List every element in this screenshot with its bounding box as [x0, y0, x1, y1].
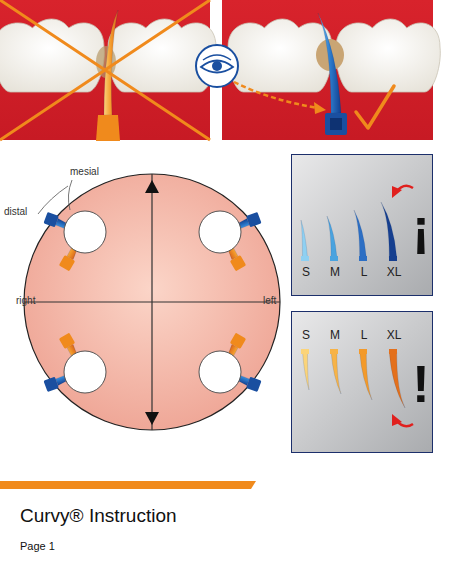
- wedge-handle: [359, 256, 367, 261]
- size-panel: S M L XL!: [291, 311, 433, 453]
- jaw-circle: [24, 174, 280, 430]
- size-label: S: [302, 329, 310, 341]
- eye-icon: [196, 45, 238, 87]
- direction-label: mesial: [70, 167, 99, 177]
- wedge-handle: [359, 349, 367, 354]
- wedge-handle: [325, 113, 347, 135]
- direction-label: right: [16, 296, 35, 306]
- size-panel: [291, 154, 433, 296]
- wedge-handle: [330, 118, 342, 130]
- direction-label: distal: [4, 207, 27, 217]
- wedge-handle: [43, 377, 58, 392]
- wedge-handle: [59, 255, 75, 271]
- size-label: XL: [387, 329, 402, 341]
- triangle-marker: [145, 412, 159, 425]
- page-number: Page 1: [20, 541, 55, 552]
- accent-bar: [0, 481, 256, 489]
- triangle-marker: [145, 180, 159, 193]
- size-label: M: [330, 329, 340, 341]
- wrong-cross: [0, 0, 210, 140]
- view-arrow: [234, 82, 318, 108]
- size-label: M: [330, 266, 340, 278]
- quadrant-line: [24, 174, 280, 430]
- wedge-handle: [246, 212, 261, 227]
- wedge-handle: [330, 256, 338, 261]
- wedge-handle: [301, 256, 309, 261]
- eye-icon: [203, 55, 231, 60]
- wedge-handle: [230, 255, 246, 271]
- size-label: L: [361, 266, 368, 278]
- tooth: [336, 19, 441, 92]
- wedge-blade: [354, 210, 366, 258]
- tooth-section: [199, 351, 241, 393]
- wedge-blade: [327, 216, 337, 258]
- page-title: Curvy® Instruction: [20, 506, 177, 525]
- tooth-section: [64, 211, 106, 253]
- size-label: L: [361, 329, 368, 341]
- wedge-blade: [318, 13, 341, 113]
- tooth-section: [199, 211, 241, 253]
- arrow-head: [392, 186, 402, 198]
- wedge-handle: [389, 256, 397, 261]
- size-panel: S M L XL ¡: [291, 154, 433, 296]
- notice-symbol: ¡: [412, 201, 429, 253]
- size-label: S: [302, 266, 310, 278]
- wedge-handle: [59, 333, 75, 349]
- size-panel: [291, 311, 433, 453]
- eye-icon: [201, 61, 233, 73]
- eye-icon: [212, 61, 222, 71]
- wedge-handle: [246, 377, 261, 392]
- wedge-blade: [381, 202, 397, 258]
- leader-line: [38, 186, 68, 214]
- notice-symbol: !: [412, 358, 429, 410]
- tooth-section: [64, 351, 106, 393]
- wedge-blade: [301, 220, 308, 258]
- wedge-handle: [230, 333, 246, 349]
- wedge-blade: [360, 352, 372, 400]
- wedge-handle: [301, 349, 309, 354]
- wedge-blade: [389, 352, 405, 408]
- leader-line: [68, 180, 72, 210]
- wedge-handle: [96, 115, 120, 141]
- wedge-blade: [331, 352, 341, 394]
- arrow-head: [392, 414, 402, 426]
- wedge-blade: [303, 352, 310, 390]
- wedge-handle: [43, 212, 58, 227]
- wedge-handle: [389, 349, 397, 354]
- arrow-head: [314, 102, 326, 114]
- size-label: XL: [387, 266, 402, 278]
- direction-label: left: [263, 296, 276, 306]
- wedge-handle: [330, 349, 338, 354]
- check-mark: [356, 86, 394, 128]
